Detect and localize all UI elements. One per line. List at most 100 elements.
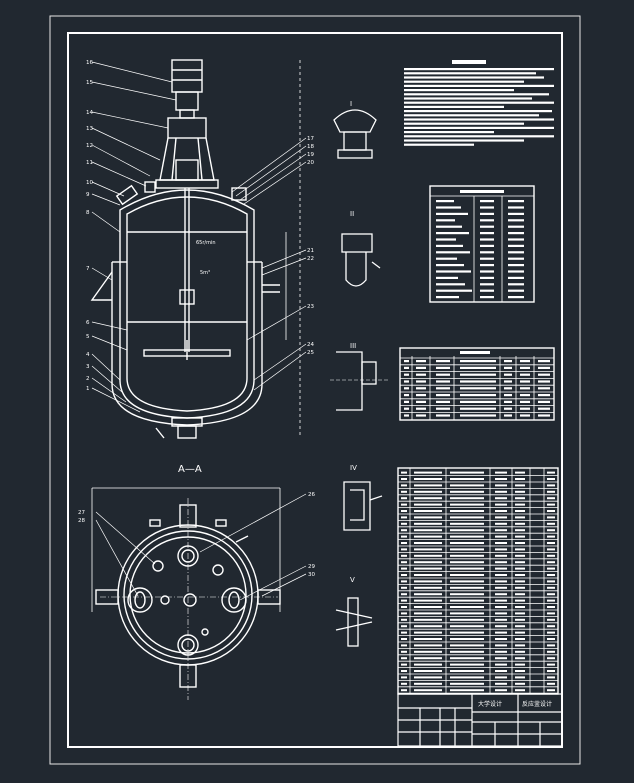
nozzle-cell xyxy=(404,387,409,390)
parts-cell xyxy=(401,631,407,634)
parts-cell xyxy=(515,618,525,621)
tag-15: 15 xyxy=(86,80,93,86)
parts-cell xyxy=(450,535,484,538)
char-row-value xyxy=(508,283,524,286)
parts-cell xyxy=(547,657,555,660)
parts-cell xyxy=(401,612,407,615)
parts-cell xyxy=(401,650,407,653)
parts-cell xyxy=(495,631,507,634)
parts-cell xyxy=(495,561,507,564)
parts-cell xyxy=(547,644,555,647)
detail-label-3: III xyxy=(350,342,356,350)
tech-req-line xyxy=(404,131,494,134)
parts-cell xyxy=(547,478,555,480)
parts-cell xyxy=(414,599,442,602)
parts-cell xyxy=(401,471,407,474)
tech-req-line xyxy=(404,80,524,83)
parts-cell xyxy=(414,510,442,512)
parts-cell xyxy=(401,586,407,589)
parts-cell xyxy=(401,644,407,647)
parts-cell xyxy=(450,650,484,653)
nozzle-cell xyxy=(404,400,409,403)
char-row-value xyxy=(480,225,494,228)
nozzle-cell xyxy=(538,394,550,397)
parts-list xyxy=(397,467,559,695)
parts-cell xyxy=(401,535,407,538)
nozzle-table xyxy=(399,347,555,421)
parts-cell xyxy=(414,567,442,570)
parts-cell xyxy=(495,593,507,596)
parts-cell xyxy=(414,580,442,583)
nozzle-cell xyxy=(538,380,550,383)
char-row-value xyxy=(508,232,524,235)
tech-req-line xyxy=(404,101,554,104)
parts-cell xyxy=(414,682,442,685)
nozzle-cell xyxy=(436,407,450,410)
nozzle-cell xyxy=(404,394,409,397)
tech-req-line xyxy=(404,84,554,87)
nozzle-cell xyxy=(460,373,496,376)
tag-2: 2 xyxy=(86,376,90,382)
parts-cell xyxy=(547,554,555,557)
parts-cell xyxy=(414,612,442,615)
parts-cell xyxy=(515,535,525,538)
parts-cell xyxy=(495,522,507,525)
parts-cell xyxy=(515,478,525,480)
detail-label-5: V xyxy=(350,576,355,584)
parts-cell xyxy=(450,497,484,500)
parts-cell xyxy=(495,606,507,608)
parts-cell xyxy=(401,618,407,621)
parts-cell xyxy=(414,497,442,500)
tag-23: 23 xyxy=(307,304,314,310)
parts-cell xyxy=(450,657,484,660)
parts-cell xyxy=(547,606,555,608)
nozzle-cell xyxy=(460,380,496,383)
char-row-value xyxy=(480,257,494,260)
parts-cell xyxy=(495,471,507,474)
parts-cell xyxy=(547,625,555,628)
title-cell: 反应釜设计 xyxy=(522,700,552,708)
parts-cell xyxy=(547,650,555,653)
parts-cell xyxy=(401,574,407,576)
parts-cell xyxy=(414,644,442,647)
parts-cell xyxy=(450,580,484,583)
tag-29: 29 xyxy=(308,564,315,570)
parts-cell xyxy=(450,548,484,551)
tag-5: 5 xyxy=(86,334,90,340)
parts-cell xyxy=(515,650,525,653)
tags-left: 16 15 14 13 12 11 10 9 8 7 6 5 4 3 2 1 xyxy=(86,60,93,392)
char-row-value xyxy=(480,238,494,241)
parts-cell xyxy=(515,484,525,487)
tag-27: 27 xyxy=(78,510,85,516)
nozzle-cell xyxy=(538,366,550,369)
nozzle-cell xyxy=(436,366,450,369)
nozzle-cell xyxy=(520,366,530,369)
parts-cell xyxy=(401,510,407,512)
nozzle-cell xyxy=(520,360,530,363)
parts-cell xyxy=(401,689,407,692)
parts-cell xyxy=(515,682,525,685)
char-row-label xyxy=(436,219,455,222)
parts-cell xyxy=(414,618,442,621)
reducer xyxy=(167,117,207,139)
char-row-value xyxy=(508,244,524,247)
parts-cell xyxy=(495,657,507,660)
nozzle-cell xyxy=(416,407,426,410)
parts-cell xyxy=(414,484,442,487)
parts-cell xyxy=(547,689,555,692)
nozzle-cell xyxy=(436,400,450,403)
char-row-value xyxy=(508,276,524,279)
nozzle-cell xyxy=(436,380,450,383)
char-row-label xyxy=(436,212,468,215)
nozzle-cell xyxy=(404,407,409,410)
char-row-label xyxy=(436,200,454,203)
tech-req-line xyxy=(404,143,474,146)
parts-cell xyxy=(495,580,507,583)
nozzle-cell xyxy=(520,380,530,383)
char-row-value xyxy=(508,270,524,273)
parts-cell xyxy=(401,503,407,506)
parts-cell xyxy=(495,663,507,666)
nozzle-cell xyxy=(460,360,496,363)
char-row-value xyxy=(508,238,524,241)
char-row-value xyxy=(480,244,494,247)
